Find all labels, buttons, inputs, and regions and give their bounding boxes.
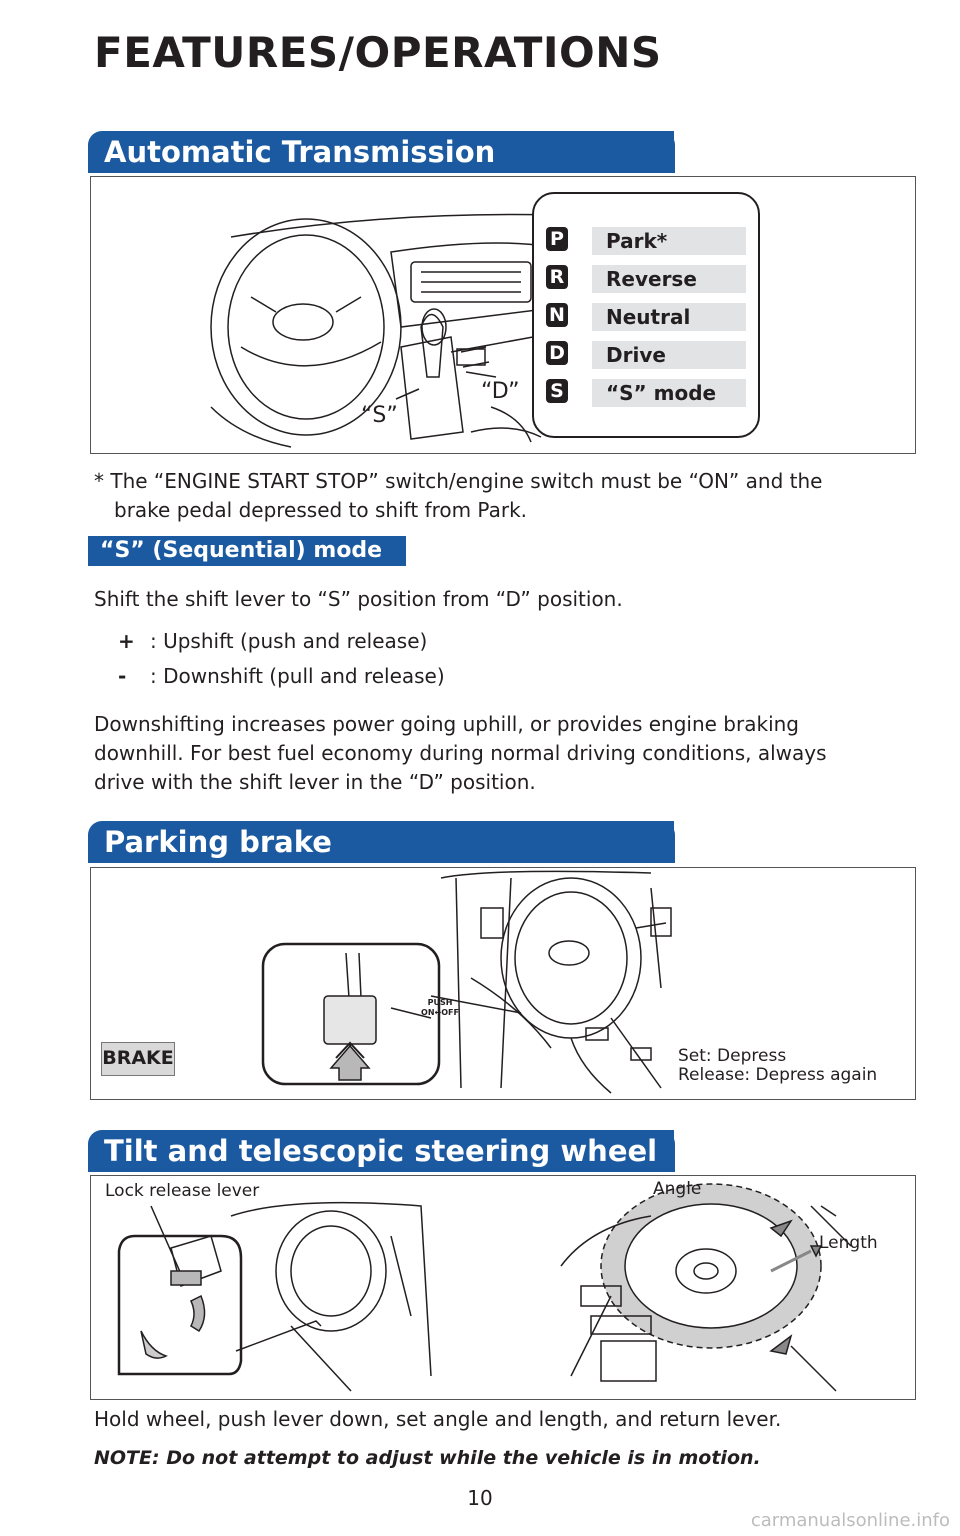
gear-name-s-mode: “S” mode bbox=[592, 379, 746, 407]
section-heading-steering: Tilt and telescopic steering wheel bbox=[88, 1130, 675, 1172]
parking-brake-instructions: Set: Depress Release: Depress again bbox=[678, 1047, 877, 1085]
gear-row-drive: D Drive bbox=[546, 341, 746, 369]
callout-d-label: “D” bbox=[481, 379, 520, 404]
page-number: 10 bbox=[467, 1486, 493, 1510]
section-heading-label: Automatic Transmission bbox=[104, 135, 496, 169]
watermark: carmanualsonline.info bbox=[750, 1510, 950, 1531]
s-mode-para-line-3: drive with the shift lever in the “D” po… bbox=[94, 770, 536, 794]
gear-name-reverse: Reverse bbox=[592, 265, 746, 293]
steering-illustration-frame: Lock release lever Angle Length bbox=[90, 1175, 916, 1400]
downshift-symbol: - bbox=[118, 664, 127, 688]
pedal-push-label: PUSH ON↔OFF bbox=[415, 998, 465, 1018]
downshift-text: : Downshift (pull and release) bbox=[150, 664, 445, 688]
parking-brake-illustration-frame: PUSH ON↔OFF BRAKE Set: Depress Release: … bbox=[90, 867, 916, 1100]
gear-letter-n: N bbox=[546, 303, 568, 327]
release-instruction: Release: Depress again bbox=[678, 1065, 878, 1085]
gear-row-park: P Park* bbox=[546, 227, 746, 255]
s-mode-para-line-1: Downshifting increases power going uphil… bbox=[94, 712, 799, 736]
footnote-line-2: brake pedal depressed to shift from Park… bbox=[114, 498, 528, 522]
s-mode-para-line-2: downhill. For best fuel economy during n… bbox=[94, 741, 827, 765]
section-heading-parking-brake: Parking brake bbox=[88, 821, 675, 863]
gear-row-neutral: N Neutral bbox=[546, 303, 746, 331]
upshift-text: : Upshift (push and release) bbox=[150, 629, 428, 653]
s-mode-intro: Shift the shift lever to “S” position fr… bbox=[94, 587, 623, 611]
s-mode-paragraph: Downshifting increases power going uphil… bbox=[94, 710, 924, 797]
angle-label: Angle bbox=[653, 1179, 702, 1199]
dashboard-shifter-illustration bbox=[210, 213, 612, 448]
pedal-onoff-text: ON↔OFF bbox=[421, 1008, 459, 1017]
transmission-illustration-frame: “S” “D” bbox=[90, 176, 916, 454]
gear-letter-d: D bbox=[546, 341, 568, 365]
gear-letter-p: P bbox=[546, 227, 568, 251]
upshift-symbol: + bbox=[118, 629, 135, 653]
subsection-heading-s-mode: “S” (Sequential) mode bbox=[88, 536, 406, 566]
transmission-footnote: * The “ENGINE START STOP” switch/engine … bbox=[94, 467, 914, 525]
page-title: FEATURES/OPERATIONS bbox=[94, 28, 662, 77]
gear-legend-panel: P Park* R Reverse N Neutral D Drive S “S… bbox=[532, 192, 760, 438]
section-heading-label: Tilt and telescopic steering wheel bbox=[104, 1134, 658, 1168]
gear-letter-r: R bbox=[546, 265, 568, 289]
set-instruction: Set: Depress bbox=[678, 1046, 787, 1066]
steering-instruction: Hold wheel, push lever down, set angle a… bbox=[94, 1407, 782, 1431]
gear-row-reverse: R Reverse bbox=[546, 265, 746, 293]
callout-s-label: “S” bbox=[361, 403, 398, 428]
downshift-row: -: Downshift (pull and release) bbox=[118, 662, 445, 691]
section-heading-transmission: Automatic Transmission bbox=[88, 131, 675, 173]
gear-letter-s: S bbox=[546, 379, 568, 403]
gear-name-park: Park* bbox=[592, 227, 746, 255]
steering-illustration bbox=[117, 1183, 852, 1392]
gear-name-neutral: Neutral bbox=[592, 303, 746, 331]
upshift-row: + : Upshift (push and release) bbox=[118, 627, 427, 656]
length-label: Length bbox=[819, 1233, 878, 1253]
gear-row-s-mode: S “S” mode bbox=[546, 379, 746, 407]
steering-note: NOTE: Do not attempt to adjust while the… bbox=[94, 1447, 761, 1469]
pedal-push-text: PUSH bbox=[427, 998, 453, 1007]
gear-name-drive: Drive bbox=[592, 341, 746, 369]
footnote-line-1: * The “ENGINE START STOP” switch/engine … bbox=[94, 469, 823, 493]
brake-label-badge: BRAKE bbox=[101, 1042, 175, 1076]
parking-brake-illustration bbox=[261, 870, 672, 1094]
section-heading-label: Parking brake bbox=[104, 825, 332, 859]
lock-release-lever-label: Lock release lever bbox=[105, 1181, 260, 1201]
